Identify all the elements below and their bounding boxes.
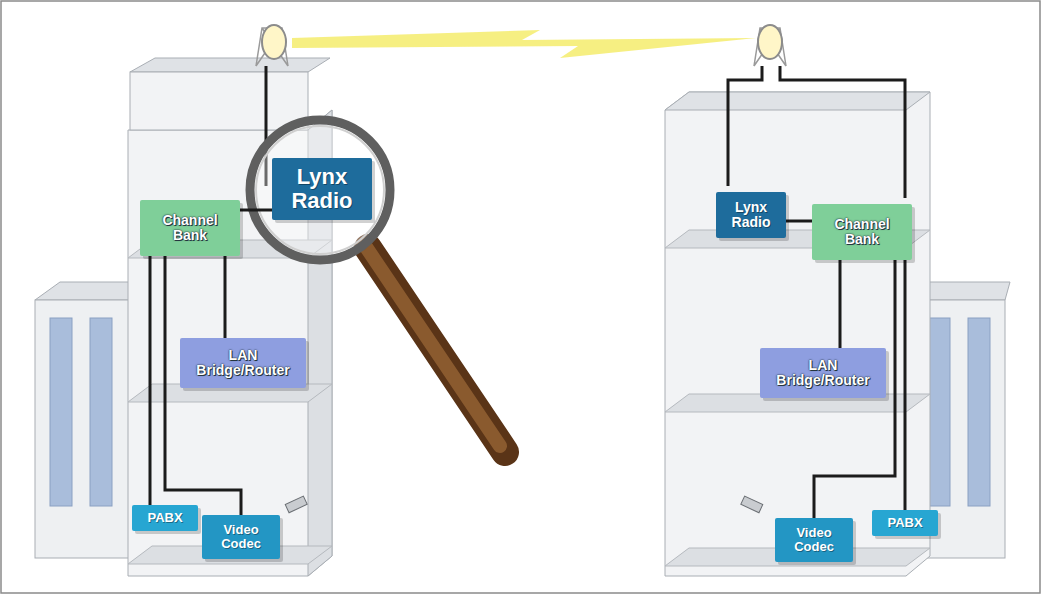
node-label: Channel Bank	[817, 217, 907, 247]
channel-bank-box: Channel Bank	[812, 204, 912, 260]
window	[928, 318, 950, 506]
handle-shine	[364, 244, 500, 446]
codec-box: Video Codec	[202, 515, 280, 559]
tower-roof	[130, 58, 330, 72]
wire	[240, 209, 272, 212]
router-box: LAN Bridge/Router	[180, 338, 306, 388]
wire	[904, 260, 907, 510]
feed-cable	[728, 66, 762, 186]
magnifier	[250, 120, 505, 452]
wire	[839, 260, 842, 348]
camera	[285, 496, 307, 513]
codec-box: Video Codec	[775, 518, 853, 562]
radio-box: Lynx Radio	[272, 158, 372, 220]
right-antenna	[754, 25, 786, 66]
node-label: Video Codec	[780, 526, 848, 554]
wire	[786, 220, 812, 223]
radio-link	[292, 30, 756, 58]
tower-wall	[665, 92, 930, 576]
wire	[149, 256, 152, 505]
radio-box: Lynx Radio	[716, 192, 786, 238]
left-antenna	[256, 25, 288, 66]
dish	[758, 25, 782, 59]
wing-wall	[35, 300, 130, 558]
pabx-box: PABX	[132, 505, 198, 531]
node-label: LAN Bridge/Router	[185, 348, 301, 378]
lens-rim	[256, 126, 384, 254]
node-label: Lynx Radio	[721, 200, 781, 230]
node-label: LAN Bridge/Router	[765, 358, 881, 388]
pabx-box: PABX	[872, 510, 938, 536]
node-label: PABX	[887, 516, 922, 530]
wing-roof	[35, 282, 140, 300]
wire	[224, 256, 227, 338]
router-box: LAN Bridge/Router	[760, 348, 886, 398]
window	[50, 318, 72, 506]
window	[90, 318, 112, 506]
channel-bank-box: Channel Bank	[140, 200, 240, 256]
lens	[250, 120, 390, 260]
dish	[262, 25, 286, 59]
node-label: PABX	[147, 511, 182, 525]
tower-roof	[665, 92, 930, 110]
node-label: Lynx Radio	[277, 165, 367, 213]
node-label: Video Codec	[207, 523, 275, 551]
tower-top	[130, 72, 308, 130]
window	[968, 318, 990, 506]
node-label: Channel Bank	[145, 213, 235, 243]
right-building	[665, 92, 1010, 576]
feed-cable	[780, 66, 905, 198]
camera	[741, 496, 763, 513]
